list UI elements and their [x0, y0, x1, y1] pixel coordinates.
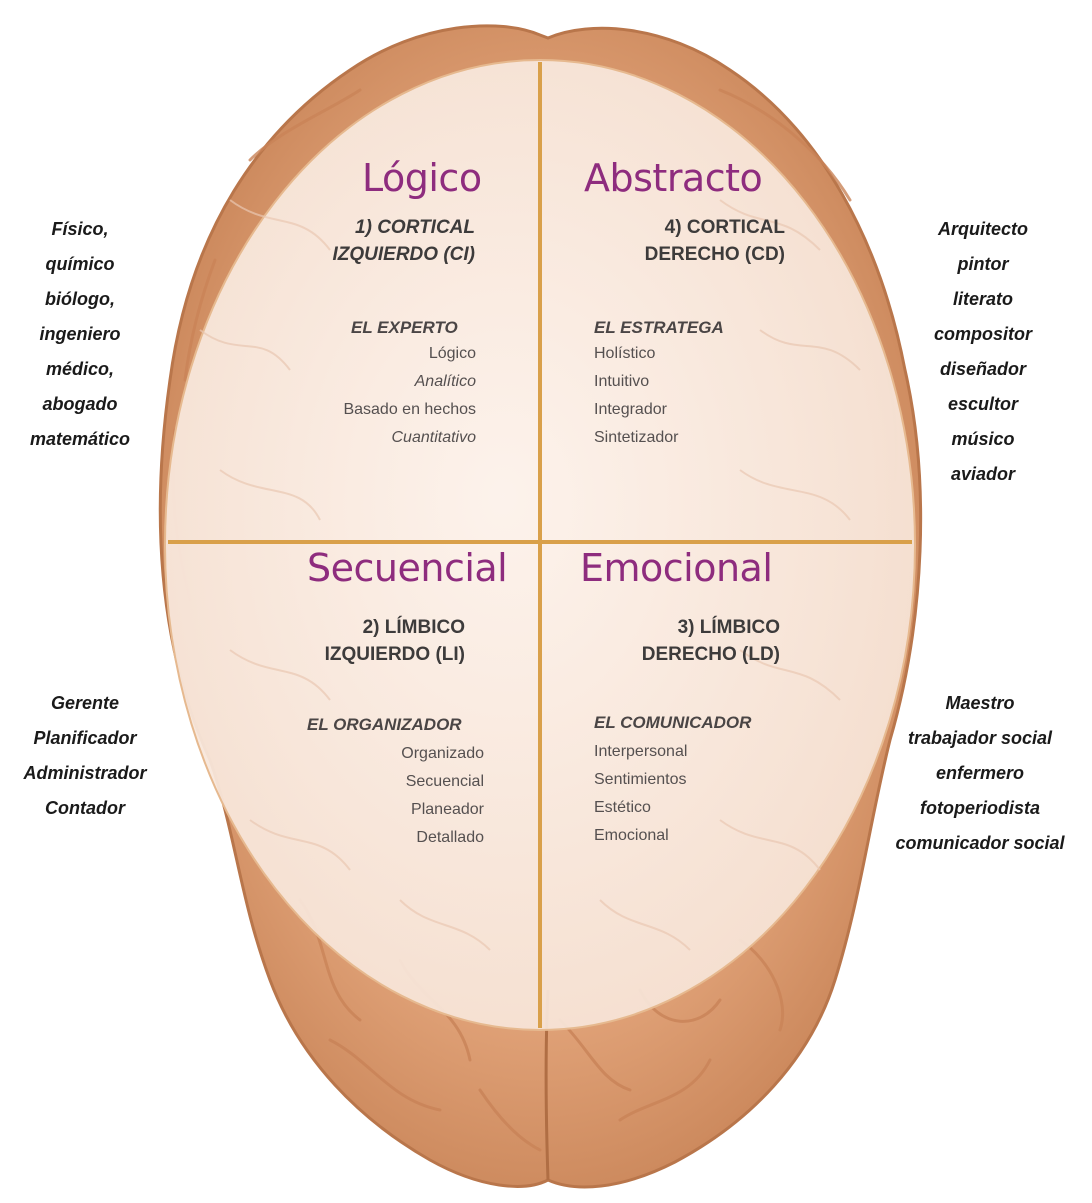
- profile-label-estratega: EL ESTRATEGA: [594, 318, 724, 338]
- quadrant-title-abstracto: Abstracto: [584, 156, 762, 200]
- occupation-item: músico: [908, 422, 1058, 457]
- trait-item: Interpersonal: [594, 738, 687, 766]
- occupations-ld: Maestro trabajador social enfermero foto…: [870, 686, 1090, 861]
- profile-label-comunicador: EL COMUNICADOR: [594, 713, 751, 733]
- trait-list-ci: Lógico Analítico Basado en hechos Cuanti…: [290, 340, 476, 452]
- occupation-item: Administrador: [0, 756, 170, 791]
- occupation-item: Maestro: [870, 686, 1090, 721]
- region-line: 2) LÍMBICO: [260, 614, 465, 641]
- occupation-item: biólogo,: [10, 282, 150, 317]
- occupations-ci: Físico, químico biólogo, ingeniero médic…: [10, 212, 150, 457]
- occupation-item: escultor: [908, 387, 1058, 422]
- region-label-li: 2) LÍMBICO IZQUIERDO (LI): [260, 614, 465, 668]
- quadrant-title-secuencial: Secuencial: [307, 546, 507, 590]
- trait-item: Lógico: [290, 340, 476, 368]
- occupation-item: literato: [908, 282, 1058, 317]
- profile-label-organizador: EL ORGANIZADOR: [307, 715, 462, 735]
- occupation-item: Arquitecto: [908, 212, 1058, 247]
- region-line: IZQUIERDO (CI): [270, 241, 475, 268]
- occupation-item: Físico,: [10, 212, 150, 247]
- occupation-item: trabajador social: [870, 721, 1090, 756]
- trait-item: Sintetizador: [594, 424, 679, 452]
- trait-list-cd: Holístico Intuitivo Integrador Sintetiza…: [594, 340, 679, 452]
- region-line: 3) LÍMBICO: [575, 614, 780, 641]
- occupations-cd: Arquitecto pintor literato compositor di…: [908, 212, 1058, 492]
- trait-item: Cuantitativo: [290, 424, 476, 452]
- region-label-ld: 3) LÍMBICO DERECHO (LD): [575, 614, 780, 668]
- region-line: 1) CORTICAL: [270, 214, 475, 241]
- occupation-item: matemático: [10, 422, 150, 457]
- trait-item: Holístico: [594, 340, 679, 368]
- region-line: DERECHO (LD): [575, 641, 780, 668]
- region-line: IZQUIERDO (LI): [260, 641, 465, 668]
- occupation-item: ingeniero: [10, 317, 150, 352]
- region-line: DERECHO (CD): [580, 241, 785, 268]
- trait-item: Integrador: [594, 396, 679, 424]
- occupation-item: enfermero: [870, 756, 1090, 791]
- trait-list-ld: Interpersonal Sentimientos Estético Emoc…: [594, 738, 687, 850]
- occupations-li: Gerente Planificador Administrador Conta…: [0, 686, 170, 826]
- trait-item: Detallado: [290, 824, 484, 852]
- quadrant-title-logico: Lógico: [362, 156, 482, 200]
- region-line: 4) CORTICAL: [580, 214, 785, 241]
- occupation-item: abogado: [10, 387, 150, 422]
- occupation-item: Contador: [0, 791, 170, 826]
- occupation-item: compositor: [908, 317, 1058, 352]
- occupation-item: aviador: [908, 457, 1058, 492]
- occupation-item: Planificador: [0, 721, 170, 756]
- trait-item: Intuitivo: [594, 368, 679, 396]
- region-label-ci: 1) CORTICAL IZQUIERDO (CI): [270, 214, 475, 268]
- trait-item: Planeador: [290, 796, 484, 824]
- occupation-item: comunicador social: [870, 826, 1090, 861]
- trait-item: Sentimientos: [594, 766, 687, 794]
- trait-list-li: Organizado Secuencial Planeador Detallad…: [290, 740, 484, 852]
- occupation-item: diseñador: [908, 352, 1058, 387]
- trait-item: Emocional: [594, 822, 687, 850]
- occupation-item: químico: [10, 247, 150, 282]
- occupation-item: médico,: [10, 352, 150, 387]
- occupation-item: Gerente: [0, 686, 170, 721]
- occupation-item: fotoperiodista: [870, 791, 1090, 826]
- trait-item: Analítico: [290, 368, 476, 396]
- occupation-item: pintor: [908, 247, 1058, 282]
- trait-item: Secuencial: [290, 768, 484, 796]
- region-label-cd: 4) CORTICAL DERECHO (CD): [580, 214, 785, 268]
- profile-label-experto: EL EXPERTO: [351, 318, 458, 338]
- trait-item: Estético: [594, 794, 687, 822]
- trait-item: Organizado: [290, 740, 484, 768]
- trait-item: Basado en hechos: [290, 396, 476, 424]
- quadrant-title-emocional: Emocional: [580, 546, 772, 590]
